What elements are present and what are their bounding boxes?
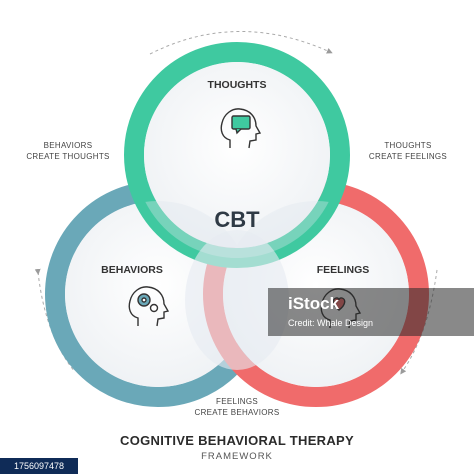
watermark-credit: Credit: Whale Design [288,318,374,328]
arrow-top [149,31,333,55]
relation-top-right-line2: CREATE FEELINGS [368,152,448,161]
head-gears-icon [128,286,170,327]
relation-bottom-line1: FEELINGS [216,397,258,406]
image-id-badge: 1756097478 [0,458,78,474]
relation-bottom-line2: CREATE BEHAVIORS [194,408,280,417]
page-title: COGNITIVE BEHAVIORAL THERAPY [120,433,354,448]
arrow-left [34,268,76,373]
watermark-logo: iStock [288,294,340,313]
relation-top-right: THOUGHTS CREATE FEELINGS [356,140,460,162]
arrow-right [400,269,438,375]
head-chat-icon [220,108,262,149]
relation-bottom: FEELINGS CREATE BEHAVIORS [177,396,297,418]
cycle-arrows [34,31,438,375]
relation-top-right-line1: THOUGHTS [384,141,432,150]
page-subtitle: FRAMEWORK [201,451,273,462]
watermark-strip [268,288,474,336]
feelings-label: FEELINGS [316,264,370,276]
relation-top-left: BEHAVIORS CREATE THOUGHTS [18,140,118,162]
thoughts-label: THOUGHTS [207,79,267,91]
behaviors-feelings-overlap [185,230,289,370]
behaviors-label: BEHAVIORS [101,264,163,276]
relation-top-left-line2: CREATE THOUGHTS [26,152,110,161]
relation-top-left-line1: BEHAVIORS [43,141,93,150]
center-label: CBT [214,207,260,232]
